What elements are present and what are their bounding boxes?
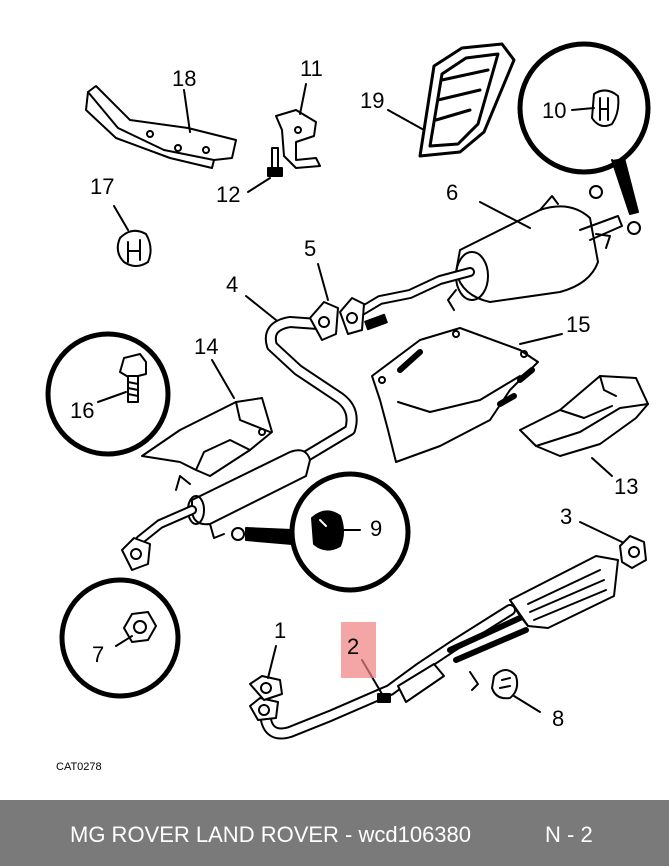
- gasket-1-part: [249, 645, 283, 701]
- front-pipe-2-part: [249, 604, 529, 740]
- footer-title: MG ROVER LAND ROVER - wcd106380: [70, 822, 472, 847]
- hanger-bracket-11-part: [275, 83, 321, 169]
- heat-shield-15-part: [371, 327, 563, 463]
- callout-17: 17: [90, 174, 114, 199]
- heat-shield-14-part: [141, 359, 273, 477]
- zoom-detail-16: [45, 331, 171, 457]
- zoom-detail-10: [517, 41, 651, 235]
- front-silencer-part: [121, 449, 311, 571]
- gasket-3-part: [579, 521, 647, 569]
- callout-14: 14: [194, 334, 218, 359]
- highlight-box-2: [341, 622, 376, 678]
- exhaust-system-diagram: 18 11 19 10 12 17 6 5 4 15 14 16 13 3 9 …: [45, 41, 651, 773]
- footer-page-number: N - 2: [545, 822, 593, 847]
- callout-10: 10: [542, 98, 566, 123]
- callout-8: 8: [552, 706, 564, 731]
- bolt-12-part: [247, 147, 283, 193]
- zoom-detail-7: [59, 577, 181, 699]
- catalytic-converter-part: [509, 555, 619, 629]
- footer-bar: MG ROVER LAND ROVER - wcd106380 N - 2: [0, 800, 669, 866]
- callout-15: 15: [566, 312, 590, 337]
- rubber-mount-8-part: [491, 669, 541, 713]
- zoom-detail-9: [231, 471, 411, 593]
- callout-3: 3: [560, 504, 572, 529]
- gaskets-5-part: [309, 263, 365, 341]
- heat-shield-19-part: [387, 42, 516, 158]
- catalog-code: CAT0278: [56, 761, 102, 773]
- callout-11: 11: [300, 56, 323, 81]
- callout-1: 1: [274, 618, 286, 643]
- callout-4: 4: [226, 272, 238, 297]
- callout-7: 7: [92, 642, 104, 667]
- callout-19: 19: [360, 88, 384, 113]
- callout-6: 6: [446, 180, 458, 205]
- callout-13: 13: [614, 474, 638, 499]
- callout-5: 5: [304, 236, 316, 261]
- callout-18: 18: [172, 66, 196, 91]
- callout-16: 16: [70, 398, 94, 423]
- heat-shield-13-part: [519, 375, 649, 477]
- bracket-18-part: [85, 85, 237, 169]
- rear-silencer-6-part: [455, 195, 623, 303]
- intermediate-pipe-4-part: [245, 267, 475, 480]
- callout-2: 2: [347, 634, 359, 659]
- callout-9: 9: [370, 516, 382, 541]
- callout-12: 12: [216, 182, 240, 207]
- mounting-rubber-17-part: [113, 205, 152, 267]
